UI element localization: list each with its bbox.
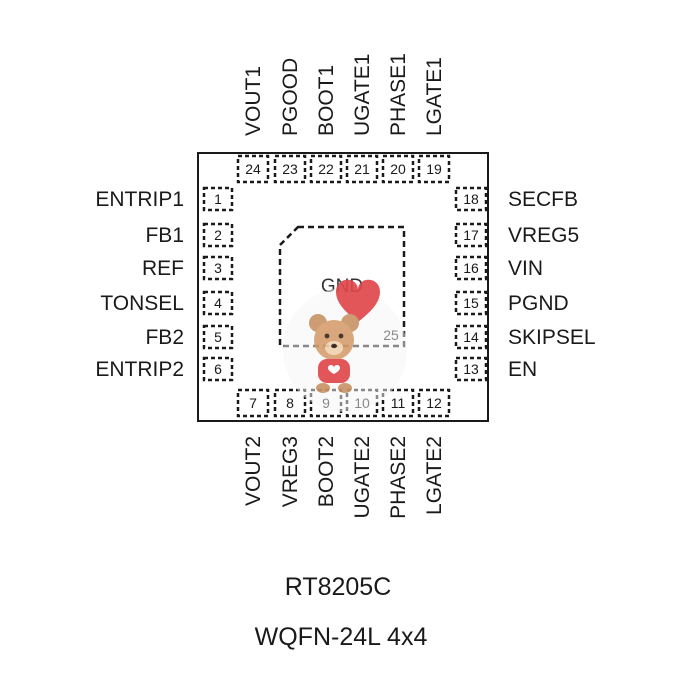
pin-pad-left (202, 356, 234, 382)
pin-label-top: UGATE1 (351, 54, 374, 136)
pin-pad-right (454, 356, 488, 382)
pin-number: 2 (214, 227, 222, 243)
pin-pad-right (454, 222, 488, 248)
pin-label-right: VIN (508, 257, 543, 280)
pin-pad-left (202, 324, 234, 350)
pin-number: 21 (354, 161, 370, 177)
pin-pad-top (345, 154, 379, 184)
pin-number: 12 (426, 395, 442, 411)
pin-label-left: REF (142, 257, 184, 280)
pin-label-bottom: VREG3 (279, 436, 302, 507)
pin-number: 1 (214, 191, 222, 207)
pin-pad-right (454, 290, 488, 316)
pin-label-bottom: VOUT2 (242, 436, 265, 506)
pins-layer: 1 ENTRIP1 2 FB1 3 REF 4 TONSEL 5 FB2 6 ENTRIP2 13 EN 1… (95, 53, 595, 519)
pin-pad-top (417, 154, 451, 184)
pin-number: 14 (463, 329, 479, 345)
pin-label-right: EN (508, 358, 537, 381)
pin-number: 11 (391, 395, 406, 411)
pin-label-right: SECFB (508, 188, 578, 211)
pin-number: 17 (463, 227, 479, 243)
pin-number: 3 (214, 260, 222, 276)
pin-label-bottom: PHASE2 (387, 436, 410, 519)
pin-label-top: VOUT1 (242, 66, 265, 136)
pin-number: 13 (463, 361, 479, 377)
pin-number: 4 (214, 295, 222, 311)
pin-number: 16 (463, 260, 479, 276)
pin-label-top: PHASE1 (387, 53, 410, 136)
pin-pad-bottom (236, 388, 270, 418)
pin-label-left: ENTRIP1 (95, 188, 184, 211)
pin-pad-bottom (417, 388, 451, 418)
pin-number: 8 (286, 395, 294, 411)
pin-number: 23 (282, 161, 298, 177)
pin-label-left: ENTRIP2 (95, 358, 184, 381)
pin-pad-bottom (273, 388, 307, 418)
pin-number: 24 (245, 161, 261, 177)
pin-label-top: PGOOD (279, 58, 302, 136)
pin-pad-right (454, 186, 488, 212)
pin-pad-top (381, 154, 415, 184)
pin-pad-top (236, 154, 270, 184)
pin-number: 15 (463, 295, 479, 311)
exposed-pad (278, 225, 406, 348)
part-number: RT8205C (285, 573, 392, 601)
pin-label-left: TONSEL (100, 292, 184, 315)
pin-number: 5 (214, 329, 222, 345)
pin-pad-left (202, 255, 234, 281)
pin-label-bottom: LGATE2 (423, 436, 446, 515)
pin-number: 19 (426, 161, 442, 177)
pin-number: 6 (214, 361, 222, 377)
pin-label-left: FB1 (145, 224, 184, 247)
pin-label-top: LGATE1 (423, 57, 446, 136)
pin-pad-left (202, 222, 234, 248)
pin-label-bottom: UGATE2 (351, 436, 374, 518)
pin-label-right: VREG5 (508, 224, 579, 247)
pin-number: 20 (390, 161, 406, 177)
pin-number: 18 (463, 191, 479, 207)
pin-pad-left (202, 290, 234, 316)
pin-label-left: FB2 (145, 326, 184, 349)
pin-pad-left (202, 186, 234, 212)
pin-label-right: PGND (508, 292, 569, 315)
pin-label-right: SKIPSEL (508, 326, 596, 349)
pin-number: 22 (318, 161, 334, 177)
pin-pad-top (273, 154, 307, 184)
pin-pad-right (454, 255, 488, 281)
pin-pad-top (309, 154, 343, 184)
package-name: WQFN-24L 4x4 (255, 623, 428, 651)
pin-label-bottom: BOOT2 (315, 436, 338, 507)
pin-pad-right (454, 324, 488, 350)
pin-label-top: BOOT1 (315, 65, 338, 136)
pin-number: 7 (249, 395, 257, 411)
teddy-bear-heart-icon (283, 279, 407, 412)
